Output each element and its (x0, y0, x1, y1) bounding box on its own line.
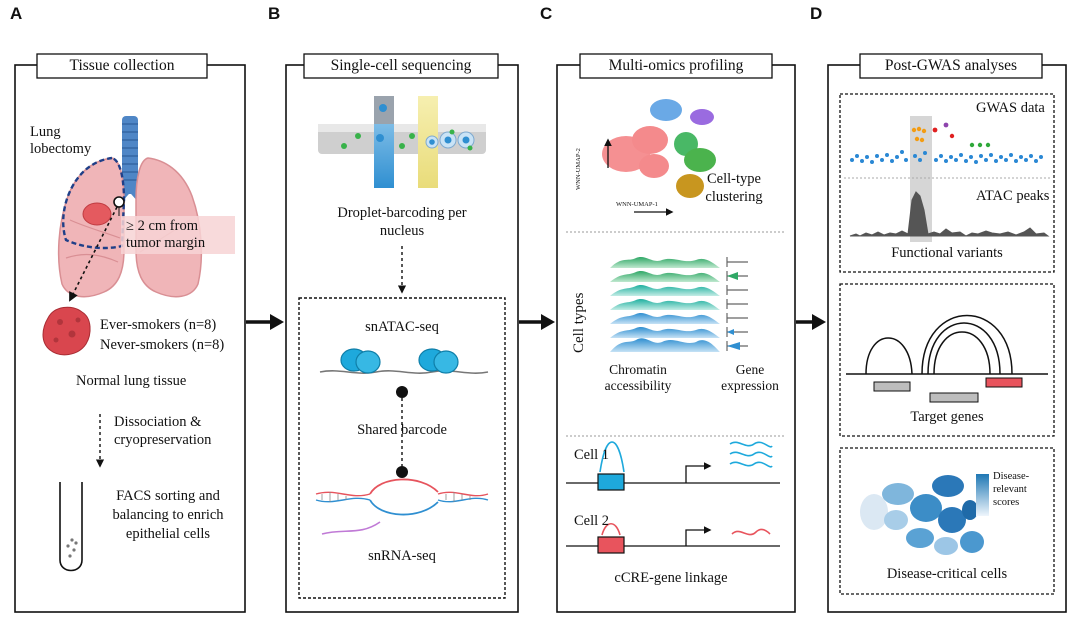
panel-a-title-box (36, 53, 208, 79)
disease-critical-cells-label: Disease-critical cells (886, 566, 1008, 582)
cell-2-label: Cell 2 (574, 513, 610, 529)
panel-d-title: Post-GWAS analyses (884, 57, 1018, 74)
panel-b-title-box (303, 53, 499, 79)
tumor-margin-label: ≥ 2 cm from tumor margin (126, 218, 206, 251)
chromatin-ridge-plot (610, 257, 720, 352)
panel-d-title-box (859, 53, 1043, 79)
cell-1-label: Cell 1 (574, 447, 610, 463)
panel-letter-c: C (540, 4, 553, 23)
cre-gene-linkage-label: cCRE-gene linkage (614, 570, 728, 586)
target-genes-label: Target genes (910, 409, 984, 425)
umap-y-label: WNN-UMAP-2 (575, 148, 582, 190)
snatac-seq-label: snATAC-seq (365, 319, 439, 335)
panel-letter-b: B (268, 4, 281, 23)
functional-variants-box (839, 93, 1055, 273)
gwas-significant-dots (911, 122, 991, 148)
cell-type-clustering-label: Cell-type clustering (705, 171, 763, 205)
lung-illustration (57, 116, 235, 302)
nucleosome-dna-icon (319, 348, 489, 374)
target-genes-box (839, 283, 1055, 437)
microfluidic-chip-icon (318, 96, 486, 188)
panel-letter-a: A (10, 4, 23, 23)
cell-types-label: Cell types (571, 292, 587, 353)
tissue-sample-icon (42, 306, 91, 356)
atac-peaks-label: ATAC peaks (976, 188, 1050, 204)
lung-lobectomy-label: Lung lobectomy (30, 124, 92, 157)
gwas-data-label: GWAS data (976, 100, 1045, 116)
ever-smokers-label: Ever-smokers (n=8) (100, 317, 217, 333)
chromatin-accessibility-label: Chromatin accessibility (604, 362, 672, 393)
droplet-barcoding-label: Droplet-barcoding per nucleus (337, 205, 467, 239)
disease-cell-clusters (860, 475, 984, 555)
panel-a-title: Tissue collection (69, 57, 175, 74)
transcription-bubble-icon (315, 478, 489, 535)
gene-expression-label: Gene expression (721, 362, 779, 393)
umap-x-label: WNN-UMAP-1 (616, 201, 658, 208)
shared-barcode-link (396, 386, 408, 478)
functional-variants-label: Functional variants (891, 245, 1003, 261)
gene-expression-ticks (726, 257, 748, 351)
dissociation-label: Dissociation & cryopreservation (114, 414, 212, 448)
facs-sorting-label: FACS sorting and balancing to enrich epi… (112, 488, 224, 542)
sorting-tube-icon (59, 482, 83, 572)
panel-c-title: Multi-omics profiling (608, 57, 744, 74)
arrow-a-to-b (246, 314, 284, 330)
panel-b-title: Single-cell sequencing (330, 57, 472, 74)
cell2-linkage-track (566, 522, 780, 554)
panel-letter-d: D (810, 4, 823, 23)
disease-cells-box (839, 447, 1055, 595)
never-smokers-label: Never-smokers (n=8) (100, 337, 225, 353)
snrna-seq-label: snRNA-seq (368, 548, 436, 564)
normal-lung-tissue-label: Normal lung tissue (76, 373, 187, 389)
arrow-b-to-c (519, 314, 555, 330)
disease-score-colorbar (976, 474, 989, 516)
panel-c-title-box (579, 53, 773, 79)
gwas-dots (850, 150, 1043, 164)
gene-loops (846, 314, 1048, 403)
atac-peak-track (849, 191, 1050, 237)
sequencing-dashed-box (298, 297, 506, 599)
shared-barcode-label: Shared barcode (357, 422, 447, 438)
cell1-linkage-track (566, 441, 780, 491)
arrow-c-to-d (796, 314, 826, 330)
disease-relevant-scores-label: Disease-relevant scores (993, 471, 1030, 508)
umap-clusters-icon (602, 99, 716, 216)
